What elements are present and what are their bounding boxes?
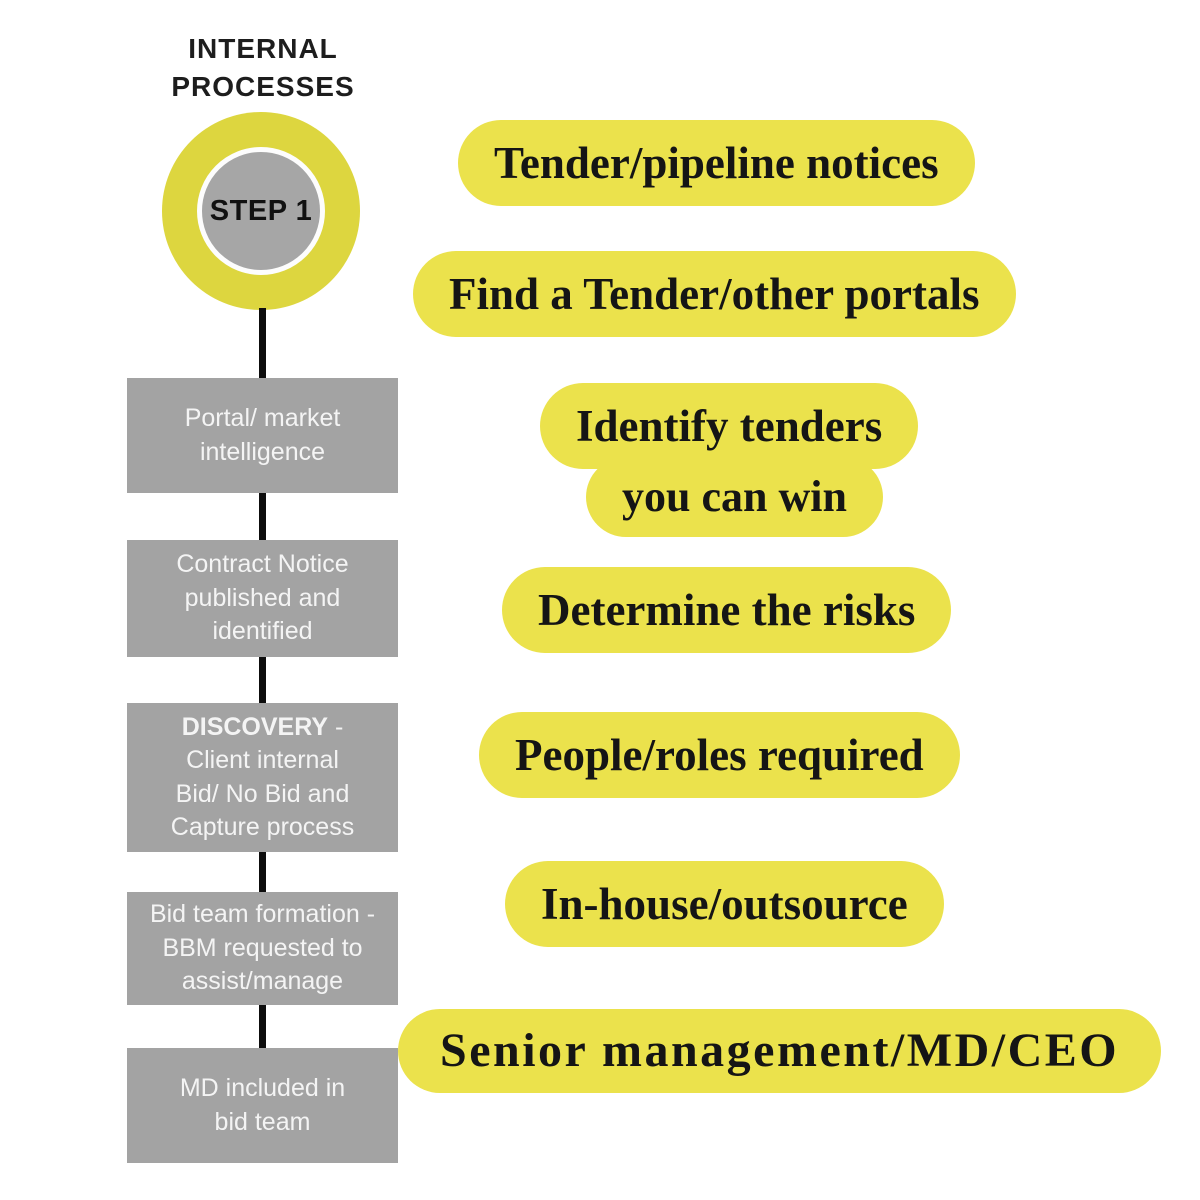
callout-tender-pipeline-notices: Tender/pipeline notices — [458, 120, 975, 206]
flow-column-title: INTERNAL PROCESSES — [171, 33, 355, 102]
callout-identify-tenders: Identify tenders you can win — [540, 383, 919, 537]
callout-determine-risks: Determine the risks — [502, 567, 952, 653]
connector-line — [259, 852, 266, 893]
callout-pill: Identify tenders — [540, 383, 919, 469]
process-box-bid-team-formation: Bid team formation - BBM requested to as… — [127, 892, 398, 1005]
callout-people-roles-required: People/roles required — [479, 712, 960, 798]
process-box-label: Bid team formation - BBM requested to as… — [149, 900, 376, 996]
process-box-contract-notice: Contract Notice published and identified — [127, 540, 398, 657]
process-box-label: MD included in bid team — [179, 1074, 346, 1136]
step-1-circle: STEP 1 — [162, 112, 360, 310]
connector-line — [259, 657, 266, 704]
process-box-discovery: DISCOVERY - Client internal Bid/ No Bid … — [127, 703, 398, 852]
callout-pill: Determine the risks — [502, 567, 952, 653]
callout-pill: In-house/outsource — [505, 861, 944, 947]
callout-senior-management: Senior management/MD/CEO — [398, 1009, 1162, 1093]
process-box-portal-market-intelligence: Portal/ market intelligence — [127, 378, 398, 493]
callout-pill: People/roles required — [479, 712, 960, 798]
process-box-label: Portal/ market intelligence — [184, 404, 341, 466]
callout-pill: Senior management/MD/CEO — [398, 1009, 1162, 1093]
callout-in-house-outsource: In-house/outsource — [505, 861, 944, 947]
callout-pill: Tender/pipeline notices — [458, 120, 975, 206]
connector-line — [259, 308, 266, 378]
callout-pill: you can win — [586, 457, 883, 537]
connector-line — [259, 493, 266, 541]
discovery-bold-word: DISCOVERY — [181, 712, 329, 741]
process-box-label: DISCOVERY - Client internal Bid/ No Bid … — [171, 711, 354, 845]
step-1-badge: STEP 1 — [197, 147, 325, 275]
callout-pill: Find a Tender/other portals — [413, 251, 1016, 337]
callout-find-a-tender: Find a Tender/other portals — [413, 251, 1016, 337]
connector-line — [259, 1005, 266, 1049]
process-box-label: Contract Notice published and identified — [176, 550, 349, 646]
process-box-md-included: MD included in bid team — [127, 1048, 398, 1163]
discovery-rest: - Client internal Bid/ No Bid and Captur… — [170, 712, 355, 842]
